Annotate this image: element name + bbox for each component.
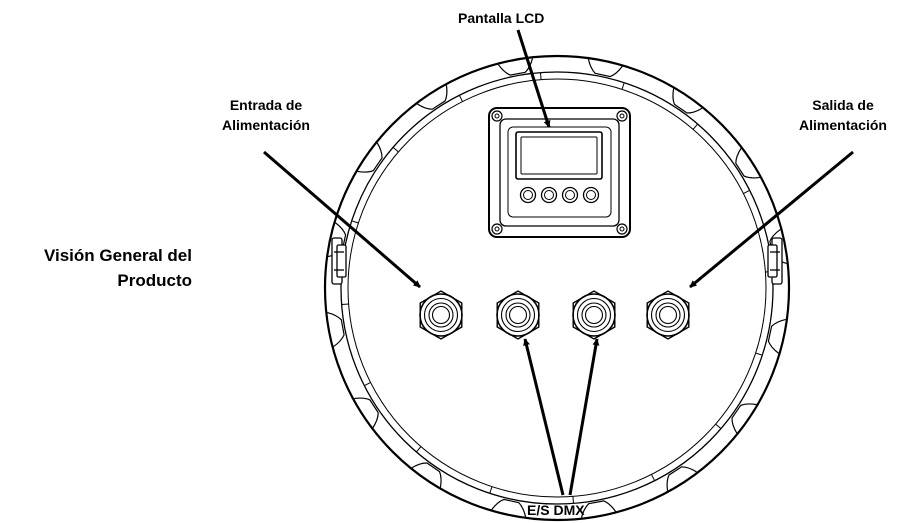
fixture-rib-tick: [540, 72, 542, 80]
power-in-label-line1: Entrada de: [229, 97, 303, 113]
fixture-rib: [417, 85, 448, 110]
section-title: Visión General del Producto: [10, 243, 192, 293]
fixture-rib-tick: [715, 423, 722, 430]
cable-gland: [419, 290, 463, 340]
fixture-rib-tick: [489, 486, 493, 494]
left-bracket: [331, 237, 347, 285]
dmx-arrow-right: [568, 338, 600, 496]
lcd-screen: [515, 131, 603, 180]
fixture-rib-tick: [392, 146, 399, 153]
fixture-rib-tick: [341, 303, 349, 305]
fixture-inner-ring-2: [347, 78, 767, 498]
power-out-label-line1: Salida de: [812, 97, 874, 113]
fixture-rib-tick: [692, 123, 699, 130]
fixture-rib: [666, 466, 697, 491]
fixture-rib: [491, 498, 527, 517]
screw-icon: [616, 110, 628, 122]
fixture-body: [323, 54, 791, 522]
screw-icon: [491, 110, 503, 122]
lcd-button: [519, 186, 537, 204]
power-in-label: Entrada de Alimentación: [196, 95, 336, 135]
fixture-rib: [497, 58, 534, 76]
fixture-rib: [767, 318, 786, 354]
cable-gland: [646, 290, 690, 340]
lcd-button: [582, 186, 600, 204]
fixture-outer-ring: [323, 54, 791, 522]
lcd-panel: [488, 107, 631, 238]
fixture-rib: [735, 148, 760, 179]
fixture-rib: [672, 88, 703, 114]
screw-icon: [491, 223, 503, 235]
cable-gland: [572, 290, 616, 340]
dmx-arrow-left: [523, 338, 565, 496]
screw-icon: [616, 223, 628, 235]
fixture-rib: [580, 500, 617, 518]
fixture-rib-tick: [572, 496, 574, 504]
right-bracket: [767, 237, 783, 285]
fixture-rib-tick: [743, 189, 750, 194]
power-in-label-line2: Alimentación: [222, 117, 310, 133]
lcd-label: Pantalla LCD: [458, 10, 545, 26]
fixture-rib-tick: [351, 220, 359, 224]
fixture-rib-tick: [415, 446, 422, 453]
section-title-line2: Producto: [117, 271, 192, 290]
section-title-line1: Visión General del: [43, 246, 192, 265]
power-out-arrow: [689, 150, 854, 289]
lcd-arrow: [516, 29, 551, 128]
fixture-rib-tick: [621, 82, 625, 90]
fixture-rib: [731, 403, 757, 434]
fixture-rib-tick: [755, 352, 763, 356]
fixture-inner-ring: [340, 71, 774, 505]
fixture-rib: [357, 142, 383, 173]
connector-glands: [419, 290, 690, 340]
lcd-button: [540, 186, 558, 204]
power-out-label-line2: Alimentación: [799, 117, 887, 133]
fixture-rib-tick: [651, 474, 656, 481]
power-in-arrow: [263, 150, 421, 289]
fixture-rib-tick: [458, 95, 463, 102]
power-out-label: Salida de Alimentación: [776, 95, 910, 135]
fixture-rib: [587, 59, 623, 78]
fixture-rib: [411, 462, 442, 488]
cable-gland: [496, 290, 540, 340]
dmx-io-label: E/S DMX: [527, 502, 585, 518]
fixture-rib-tick: [364, 382, 371, 387]
fixture-rib: [327, 311, 345, 348]
callout-arrows: [263, 29, 854, 496]
lcd-buttons: [519, 186, 600, 204]
lcd-button: [561, 186, 579, 204]
fixture-rib: [354, 397, 379, 428]
